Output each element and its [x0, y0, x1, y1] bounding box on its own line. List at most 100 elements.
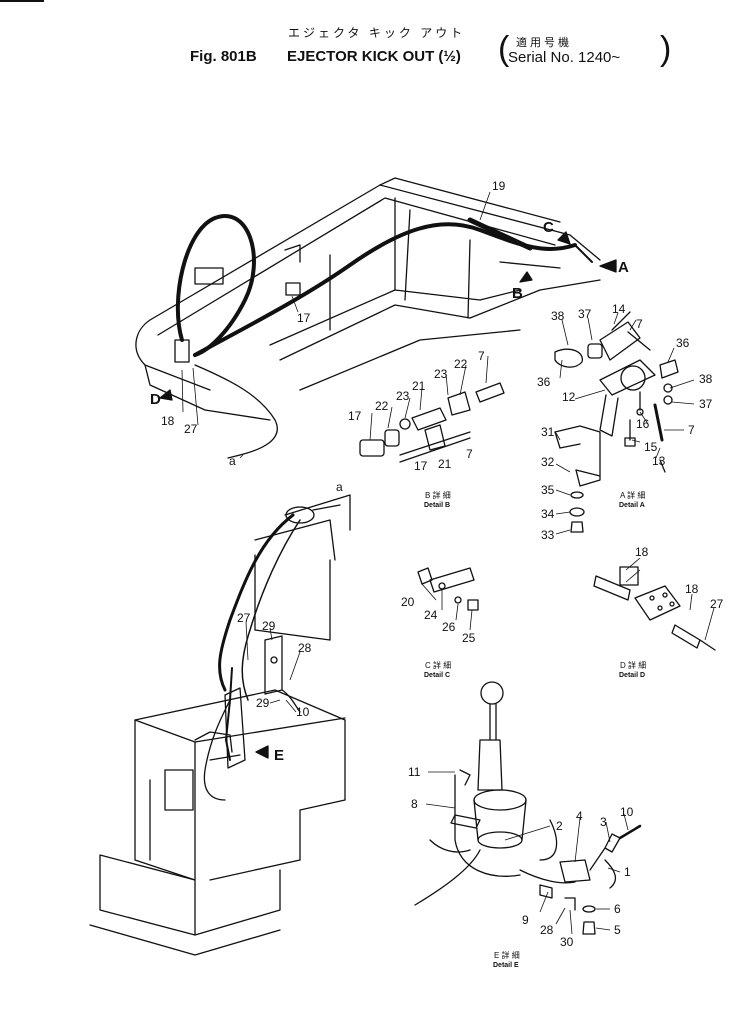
callout-a-top: a: [229, 454, 236, 468]
callout-23: 23: [396, 389, 410, 403]
bracket-18: [174, 339, 190, 363]
callout-21-low: 21: [438, 457, 452, 471]
callout-37-top: 37: [578, 307, 592, 321]
callout-15: 15: [644, 440, 658, 454]
callout-33: 33: [541, 528, 555, 542]
callout-12: 12: [562, 390, 576, 404]
callout-28-mid: 28: [298, 641, 312, 655]
detail-b-parts: [359, 382, 505, 463]
callout-36-left: 36: [537, 375, 551, 389]
callout-29-low: 29: [256, 696, 270, 710]
detail-a-bracket: [554, 425, 601, 533]
serial-bracket-right: ): [660, 30, 672, 68]
callout-5: 5: [614, 923, 621, 937]
view-letter-d: D: [150, 391, 161, 408]
callout-26: 26: [442, 620, 456, 634]
callout-leaders: [181, 191, 715, 935]
corner-rule: [0, 0, 44, 2]
callout-37-right: 37: [699, 397, 713, 411]
figure-title: EJECTOR KICK OUT (½): [287, 48, 461, 65]
callout-17-detail-b-low: 17: [414, 459, 428, 473]
callout-22-left: 22: [375, 399, 389, 413]
detail-e-en: Detail E: [493, 962, 519, 969]
callout-7-detail-a-right: 7: [688, 423, 695, 437]
callout-10-detail-e: 10: [620, 805, 634, 819]
callout-1: 1: [624, 865, 631, 879]
callout-20: 20: [401, 595, 415, 609]
callout-38-top: 38: [551, 309, 565, 323]
serial-range: Serial No. 1240~: [508, 49, 621, 66]
callout-7-detail-b: 7: [478, 349, 485, 363]
callout-27-mid: 27: [237, 611, 251, 625]
detail-d-parts: [593, 566, 716, 651]
callout-30: 30: [560, 935, 574, 949]
callout-18-detail-d-right: 18: [685, 582, 699, 596]
callout-a-mid: a: [336, 480, 343, 494]
detail-e-jp: E 詳 細: [494, 950, 520, 960]
view-letter-e: E: [274, 747, 284, 764]
callout-29-top: 29: [262, 619, 276, 633]
callout-9: 9: [522, 913, 529, 927]
callout-27-detail-d: 27: [710, 597, 724, 611]
detail-b-jp: B 詳 細: [425, 490, 451, 500]
callout-31: 31: [541, 425, 555, 439]
title-japanese: エジェクタ キック アウト: [288, 26, 466, 40]
view-letter-a: A: [618, 259, 629, 276]
figure-number: Fig. 801B: [190, 48, 257, 65]
callout-32: 32: [541, 455, 555, 469]
view-arrow-e: [255, 745, 269, 759]
view-arrow-c: [557, 231, 571, 245]
callout-25: 25: [462, 631, 476, 645]
detail-captions: B 詳 細 Detail B A 詳 細 Detail A C 詳 細 Deta…: [424, 490, 646, 969]
callout-3: 3: [600, 815, 607, 829]
callout-2: 2: [556, 819, 563, 833]
upper-frame-body: [135, 177, 601, 421]
detail-a-en: Detail A: [619, 502, 645, 509]
callout-7-detail-b-low: 7: [466, 447, 473, 461]
callout-23b: 23: [434, 367, 448, 381]
detail-b-en: Detail B: [424, 502, 450, 509]
view-arrow-b: [519, 271, 533, 283]
callout-19: 19: [492, 179, 506, 193]
detail-c-jp: C 詳 細: [425, 660, 451, 670]
callout-11: 11: [408, 765, 421, 779]
callout-13: 13: [652, 454, 666, 468]
callout-18-detail-d-top: 18: [635, 545, 649, 559]
callout-17-top: 17: [297, 311, 311, 325]
middle-frame-body: [218, 494, 351, 761]
view-letters: A B C D E: [150, 219, 629, 764]
view-letter-b: B: [512, 285, 523, 302]
detail-d-jp: D 詳 細: [620, 660, 646, 670]
callout-numbers: 19 17 18 27 a 17 22 23 21 23 22 7 17 21 …: [161, 179, 724, 949]
callout-16: 16: [636, 417, 650, 431]
view-letter-c: C: [543, 219, 554, 236]
serial-bracket-left: (: [498, 30, 510, 68]
detail-c-en: Detail C: [424, 672, 450, 679]
callout-17-detail-b: 17: [348, 409, 362, 423]
callout-18-top: 18: [161, 414, 175, 428]
callout-4: 4: [576, 809, 583, 823]
clip-17: [285, 282, 301, 296]
callout-27-top: 27: [184, 422, 198, 436]
view-arrow-a: [599, 259, 617, 273]
callout-7-detail-a-top: 7: [636, 317, 643, 331]
callout-24: 24: [424, 608, 438, 622]
serial-japanese: 適用号機: [516, 37, 572, 49]
detail-e-parts: [414, 681, 642, 935]
callout-28-detail-e: 28: [540, 923, 554, 937]
callout-8: 8: [411, 797, 418, 811]
callout-36-right: 36: [676, 336, 690, 350]
detail-a-parts: [554, 311, 679, 473]
callout-38-right: 38: [699, 372, 713, 386]
callout-35: 35: [541, 483, 555, 497]
view-arrow-d: [159, 389, 173, 401]
detail-d-en: Detail D: [619, 672, 645, 679]
callout-6: 6: [614, 902, 621, 916]
detail-c-parts: [417, 567, 479, 611]
lower-frame-body: [89, 687, 346, 956]
callout-21-top: 21: [412, 379, 426, 393]
callout-34: 34: [541, 507, 555, 521]
bracket-28-29: [264, 635, 301, 713]
